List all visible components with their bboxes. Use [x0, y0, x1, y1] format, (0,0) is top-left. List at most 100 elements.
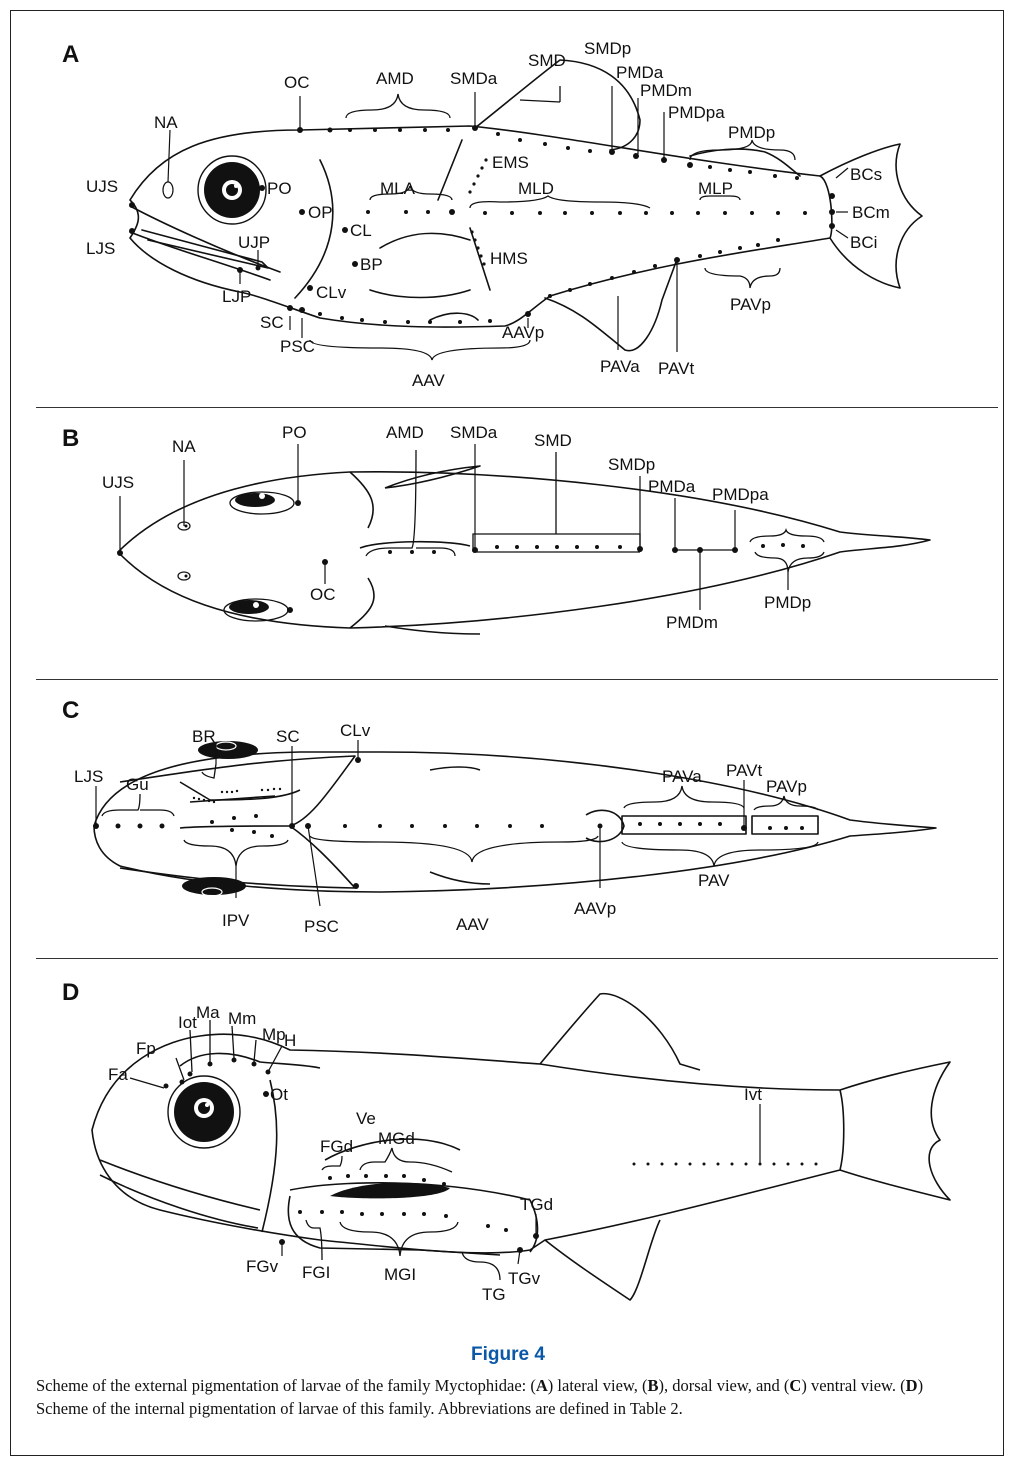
label-d-ivt: Ivt	[744, 1085, 762, 1104]
label-b-smd: SMD	[534, 431, 572, 450]
label-b-po: PO	[282, 423, 307, 442]
panel-a-nostril	[163, 182, 173, 198]
label-a-pmdp: PMDp	[728, 123, 775, 142]
caption-ref-c: C	[789, 1376, 801, 1395]
label-a-pmdm: PMDm	[640, 81, 692, 100]
label-c-ljs: LJS	[74, 767, 103, 786]
separator-a-b	[36, 407, 998, 408]
panel-a-brackets	[310, 86, 795, 360]
label-a-amd: AMD	[376, 69, 414, 88]
label-d-fgv: FGv	[246, 1257, 279, 1276]
label-c-ipv: IPV	[222, 911, 250, 930]
label-a-ljs: LJS	[86, 239, 115, 258]
panel-c-letter: C	[62, 697, 79, 724]
label-b-ujs: UJS	[102, 473, 134, 492]
label-a-psc: PSC	[280, 337, 315, 356]
label-d-mgi: MGI	[384, 1265, 416, 1284]
label-b-smdp: SMDp	[608, 455, 655, 474]
label-b-pmdm: PMDm	[666, 613, 718, 632]
label-c-gu: Gu	[126, 775, 149, 794]
panel-d-letter: D	[62, 979, 79, 1006]
label-c-sc: SC	[276, 727, 300, 746]
figure-caption: Scheme of the external pigmentation of l…	[36, 1374, 976, 1420]
separator-c-d	[36, 958, 998, 959]
panel-a-labels: OC AMD SMDa SMD SMDp PMDa PMDm PMDpa PMD…	[86, 39, 890, 390]
label-d-fgd: FGd	[320, 1137, 353, 1156]
label-a-pavt: PAVt	[658, 359, 694, 378]
label-c-clv: CLv	[340, 721, 371, 740]
label-c-br: BR	[192, 727, 216, 746]
panel-d-ventral-stripe	[330, 1183, 450, 1199]
label-a-smdp: SMDp	[584, 39, 631, 58]
label-d-ve: Ve	[356, 1109, 376, 1128]
label-b-pmdpa: PMDpa	[712, 485, 769, 504]
caption-ref-b: B	[648, 1376, 659, 1395]
panel-d-leader-lines	[282, 1104, 760, 1264]
label-a-op: OP	[308, 203, 333, 222]
label-a-mlp: MLP	[698, 179, 733, 198]
label-c-pava: PAVa	[662, 767, 702, 786]
label-b-pmda: PMDa	[648, 477, 696, 496]
label-a-pmda: PMDa	[616, 63, 664, 82]
panel-b-dorsal-view: B UJS	[36, 410, 998, 676]
label-a-na: NA	[154, 113, 178, 132]
panel-d-chromatophore-dots	[164, 1058, 818, 1254]
label-a-bp: BP	[360, 255, 383, 274]
label-a-po: PO	[267, 179, 292, 198]
label-d-mp: Mp	[262, 1025, 286, 1044]
label-c-aavp: AAVp	[574, 899, 616, 918]
label-a-pavp: PAVp	[730, 295, 771, 314]
label-c-pav: PAV	[698, 871, 730, 890]
label-a-ujp: UJP	[238, 233, 270, 252]
panel-d-labels: Fa Fp Iot Ma Mm Mp H Ot Ivt FGd Ve MGd T…	[108, 1003, 762, 1304]
label-a-bcm: BCm	[852, 203, 890, 222]
panel-a-eye	[198, 156, 266, 224]
label-a-cl: CL	[350, 221, 372, 240]
label-a-ljp: LJP	[222, 287, 251, 306]
label-d-h: H	[284, 1031, 296, 1050]
label-a-ujs: UJS	[86, 177, 118, 196]
panel-c-ventral-view: C	[36, 682, 998, 946]
label-c-pavt: PAVt	[726, 761, 762, 780]
label-d-mgd: MGd	[378, 1129, 415, 1148]
caption-ref-a: A	[536, 1376, 548, 1395]
panel-b-chromatophore-dots	[117, 500, 805, 613]
label-a-mld: MLD	[518, 179, 554, 198]
label-c-psc: PSC	[304, 917, 339, 936]
label-a-pmdpa: PMDpa	[668, 103, 725, 122]
label-d-ot: Ot	[270, 1085, 288, 1104]
panel-d-brackets	[130, 1020, 500, 1280]
label-a-sc: SC	[260, 313, 284, 332]
label-d-mm: Mm	[228, 1009, 256, 1028]
caption-text-3: ), dorsal view, and (	[659, 1376, 790, 1395]
label-b-amd: AMD	[386, 423, 424, 442]
label-a-ems: EMS	[492, 153, 529, 172]
panel-d-internal-pigmentation: D	[36, 962, 998, 1332]
caption-ref-d: D	[906, 1376, 918, 1395]
label-b-oc: OC	[310, 585, 336, 604]
label-d-tg: TG	[482, 1285, 506, 1304]
label-a-aavp: AAVp	[502, 323, 544, 342]
figure-title: Figure 4	[0, 1344, 1016, 1366]
label-a-clv: CLv	[316, 283, 347, 302]
panel-a-letter: A	[62, 41, 79, 68]
panel-a-lateral-view: A	[36, 20, 998, 406]
label-d-ma: Ma	[196, 1003, 220, 1022]
caption-text-2: ) lateral view, (	[548, 1376, 648, 1395]
label-d-fp: Fp	[136, 1039, 156, 1058]
label-d-fa: Fa	[108, 1065, 128, 1084]
label-a-oc: OC	[284, 73, 310, 92]
label-a-smd: SMD	[528, 51, 566, 70]
label-a-pava: PAVa	[600, 357, 640, 376]
label-a-hms: HMS	[490, 249, 528, 268]
label-b-smda: SMDa	[450, 423, 498, 442]
caption-text-1: Scheme of the external pigmentation of l…	[36, 1376, 536, 1395]
separator-b-c	[36, 679, 998, 680]
label-c-aav: AAV	[456, 915, 489, 934]
panel-d-eye	[168, 1076, 240, 1148]
panel-b-labels: UJS NA PO OC AMD SMDa SMD SMDp PMDa PMDp…	[102, 423, 811, 632]
label-a-bcs: BCs	[850, 165, 882, 184]
label-a-bci: BCi	[850, 233, 877, 252]
label-c-pavp: PAVp	[766, 777, 807, 796]
panel-b-letter: B	[62, 425, 79, 452]
